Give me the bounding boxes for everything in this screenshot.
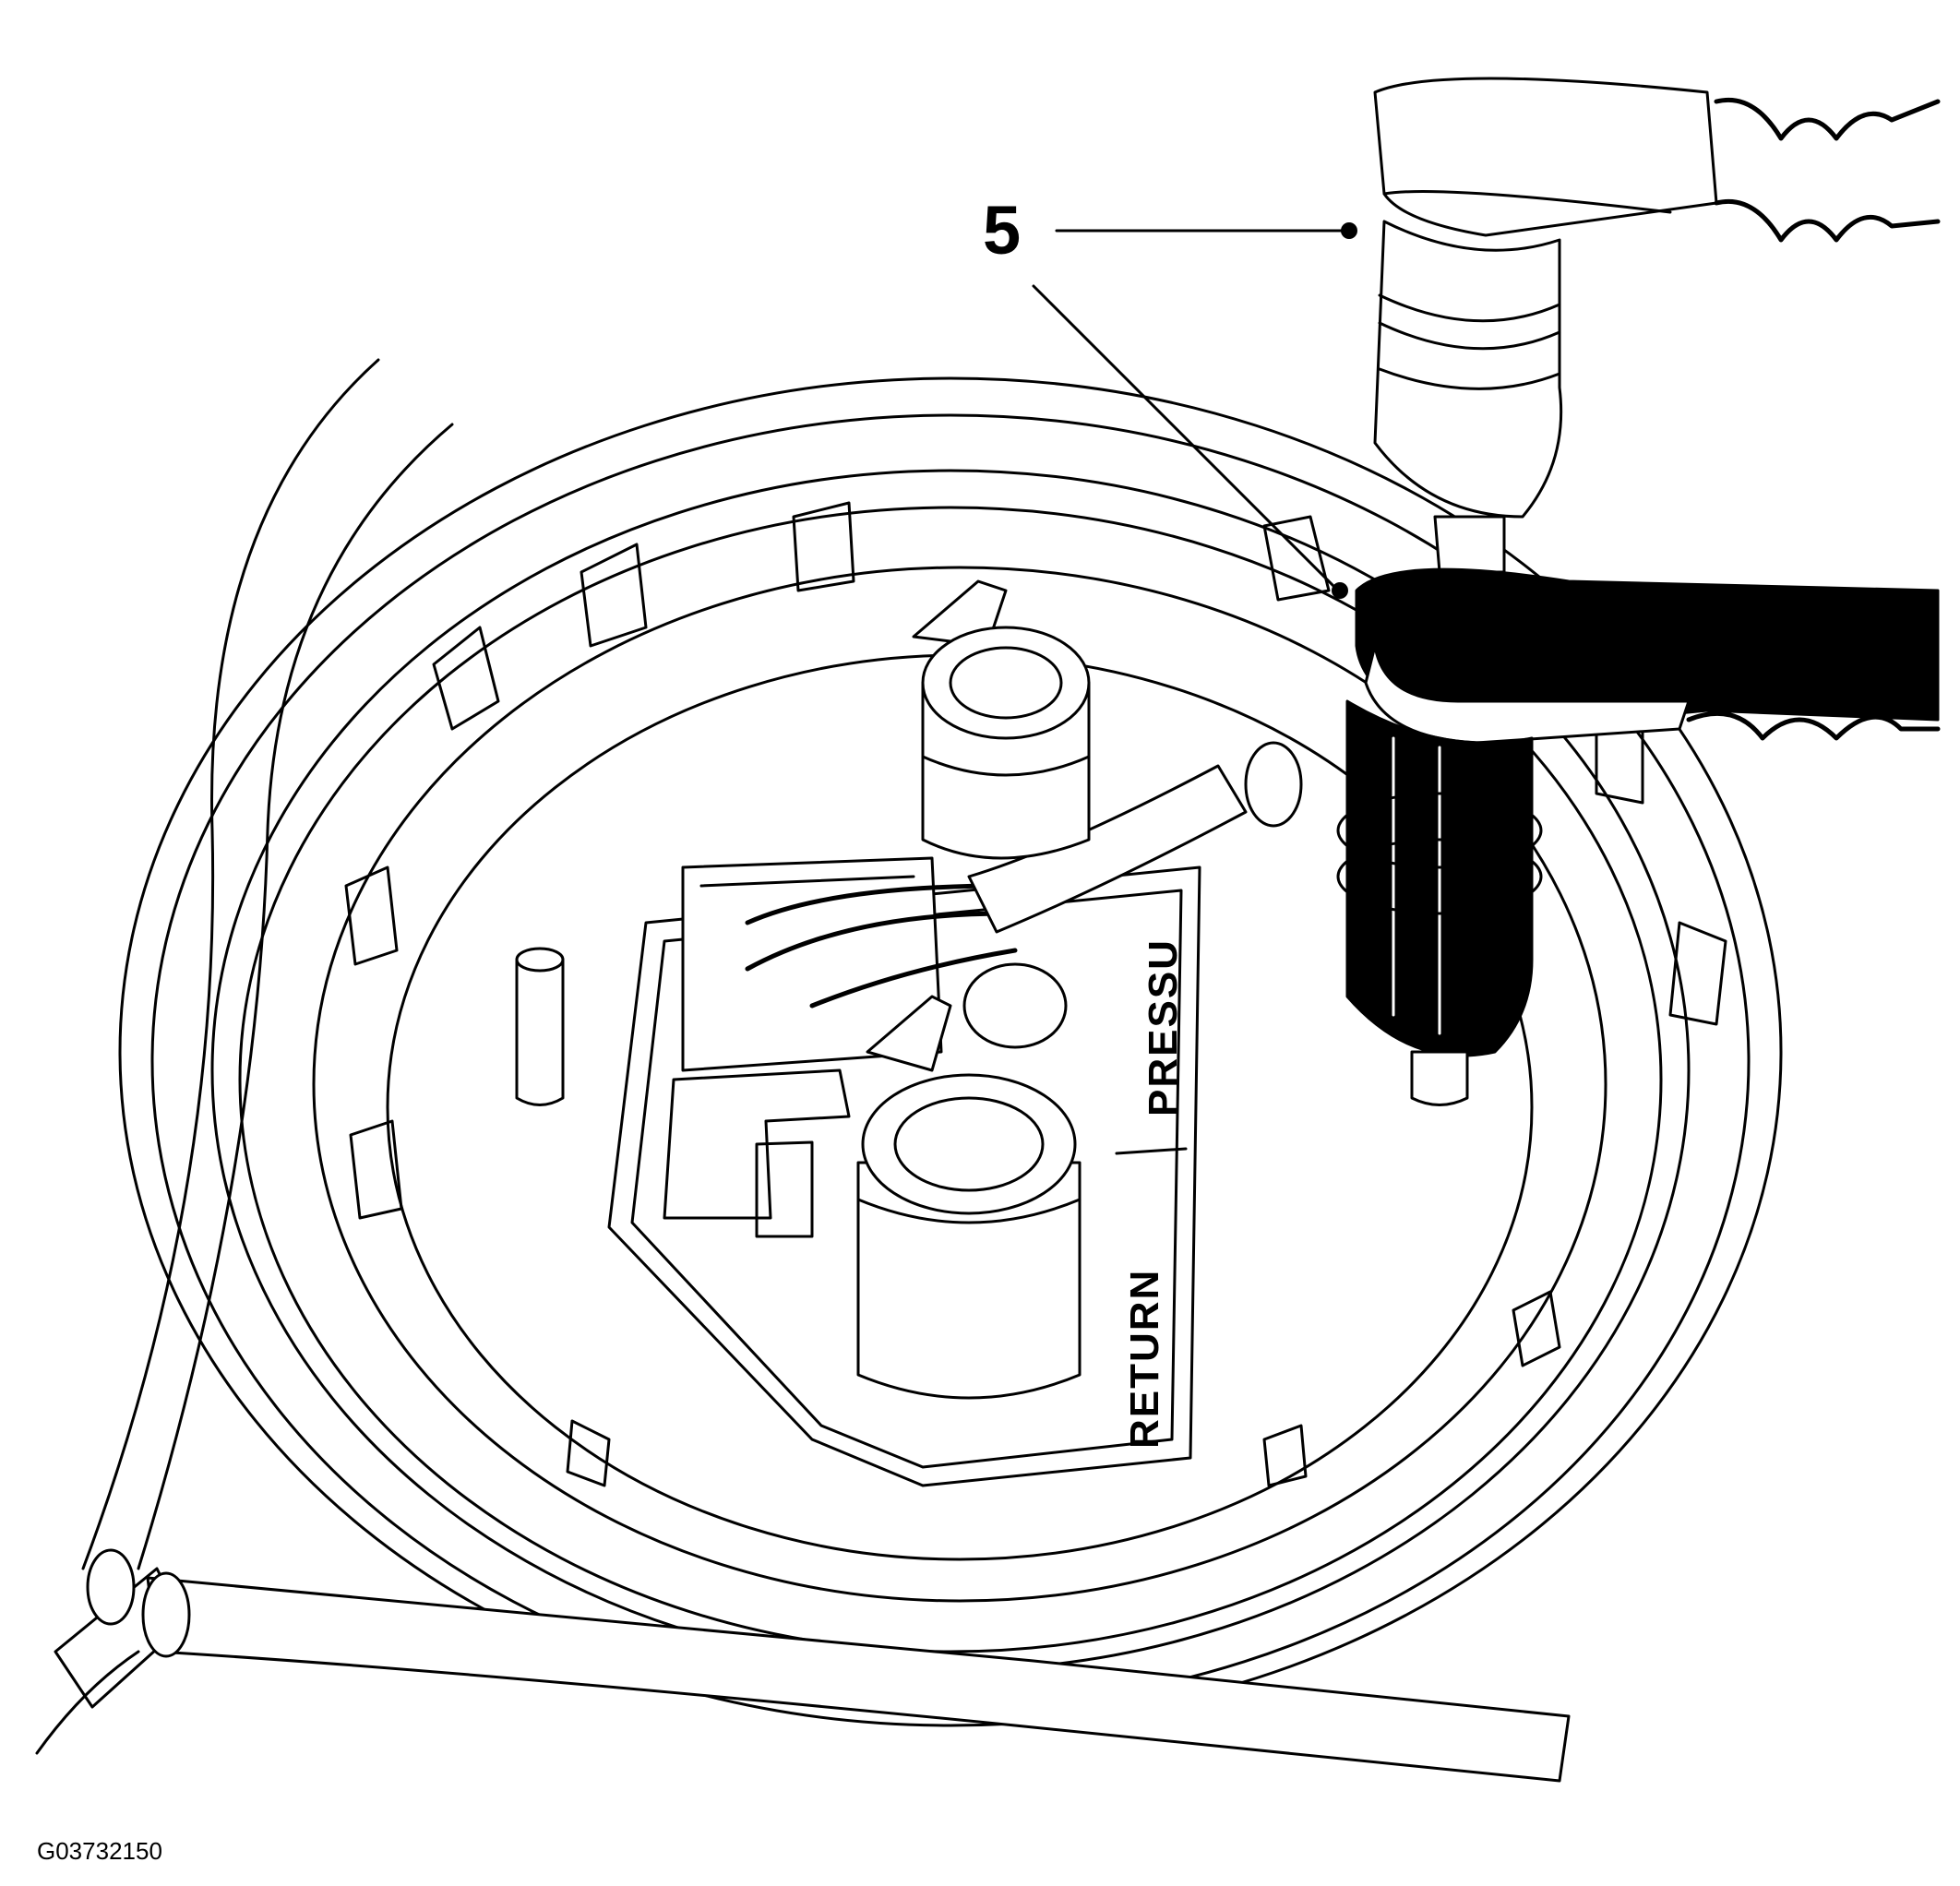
wiring-harness [35, 358, 1571, 1783]
return-port [856, 962, 1082, 1400]
callout-5: 5 [983, 192, 1357, 599]
return-embossed-label: RETURN [1122, 1269, 1167, 1449]
figure-id: G03732150 [37, 1837, 162, 1865]
pressure-embossed-label: PRESSU [1141, 938, 1186, 1116]
alignment-pin [515, 947, 565, 1106]
test-adapter-upper [1373, 77, 1941, 574]
pressure-port [912, 579, 1091, 860]
leader-dot-upper [1341, 222, 1357, 239]
test-adapter-lower [1336, 567, 1941, 1106]
electrical-connector [663, 856, 943, 1238]
callout-5-label: 5 [983, 192, 1021, 269]
pump-flange [312, 501, 1727, 1603]
leader-dot-lower [1332, 582, 1348, 599]
